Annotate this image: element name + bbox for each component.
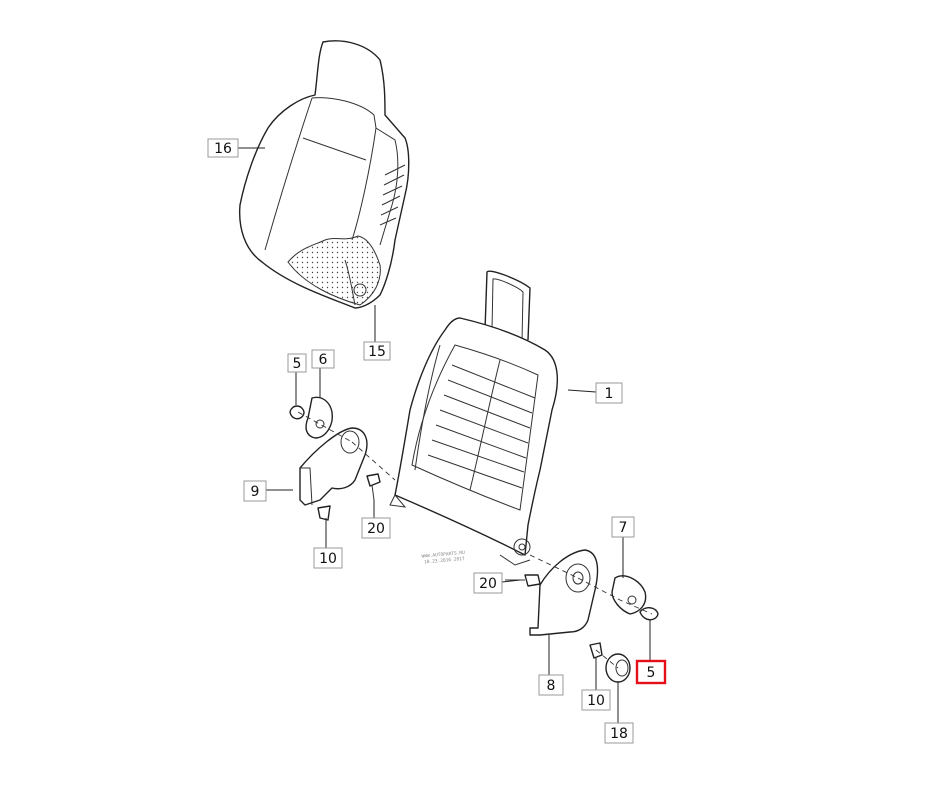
callout-16[interactable]: 16	[207, 138, 239, 158]
callout-5-highlighted-label: 5	[647, 665, 656, 681]
assembly-lines	[297, 411, 653, 669]
callout-20-right-label: 20	[479, 576, 497, 592]
callout-9-label: 9	[251, 484, 260, 500]
callout-6[interactable]: 6	[311, 349, 335, 369]
callout-18-label: 18	[610, 726, 628, 742]
watermark-line-1: WWW.AUTOPARTS.RU	[421, 550, 465, 560]
callout-5-upper-label: 5	[293, 356, 302, 372]
callout-8[interactable]: 8	[538, 674, 564, 696]
hinge-bracket-right	[611, 575, 659, 621]
left-side-cover	[299, 427, 368, 521]
callout-10-right[interactable]: 10	[581, 689, 611, 711]
watermark-line-2: 10.23.2016 2017	[424, 556, 465, 566]
callout-10-left-label: 10	[319, 551, 337, 567]
callout-9[interactable]: 9	[243, 480, 267, 502]
callout-5-highlighted[interactable]: 5	[635, 659, 667, 685]
callout-6-label: 6	[319, 352, 328, 368]
callout-7[interactable]: 7	[611, 516, 635, 538]
screw-left	[366, 473, 381, 501]
callout-10-left[interactable]: 10	[313, 547, 343, 569]
leader-lines	[238, 147, 651, 723]
screw-right	[505, 574, 541, 587]
callout-16-label: 16	[214, 141, 232, 157]
callout-10-right-label: 10	[587, 693, 605, 709]
right-side-cover	[529, 549, 599, 636]
callout-15[interactable]: 15	[363, 341, 391, 361]
callout-1-label: 1	[605, 386, 614, 402]
callout-20-right[interactable]: 20	[473, 572, 503, 594]
callout-7-label: 7	[619, 520, 628, 536]
callout-5-upper[interactable]: 5	[287, 353, 307, 373]
backrest-cover	[238, 40, 410, 309]
callout-1[interactable]: 1	[595, 382, 623, 404]
callout-20-left[interactable]: 20	[361, 517, 391, 539]
callout-8-label: 8	[547, 678, 556, 694]
callout-15-label: 15	[368, 344, 386, 360]
seat-back-frame	[389, 270, 559, 566]
watermark: WWW.AUTOPARTS.RU 10.23.2016 2017	[421, 550, 465, 566]
callout-18[interactable]: 18	[604, 722, 634, 744]
callout-20-left-label: 20	[367, 521, 385, 537]
